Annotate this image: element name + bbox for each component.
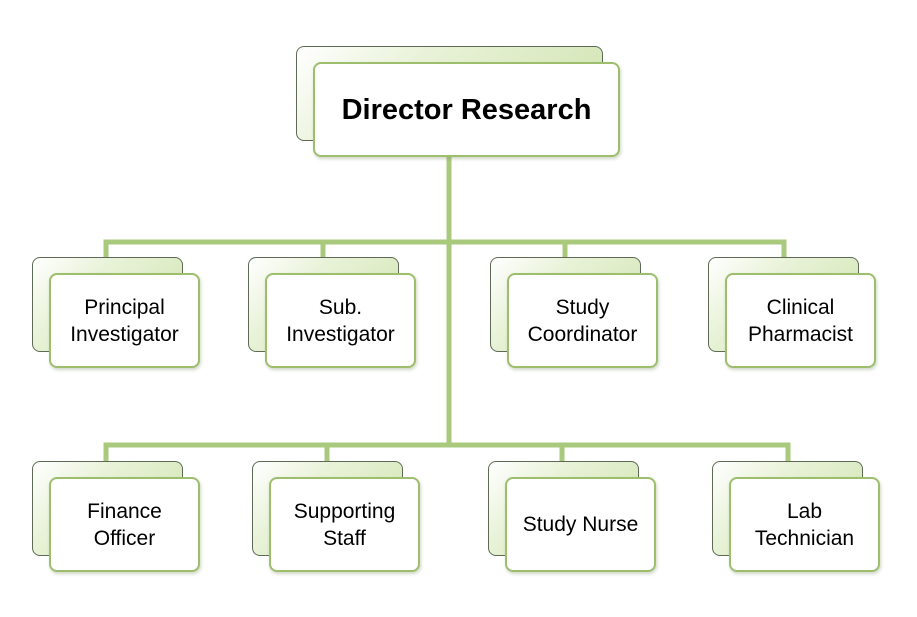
node-label: Lab Technician [754, 499, 855, 550]
node-label: Director Research [341, 93, 592, 126]
node-label: Supporting Staff [293, 499, 396, 550]
node-box: Lab Technician [729, 477, 880, 572]
node-label: Clinical Pharmacist [747, 295, 854, 346]
node-box: Clinical Pharmacist [725, 273, 876, 368]
node-study-nurse: Study Nurse [488, 461, 656, 573]
node-lab-technician: Lab Technician [712, 461, 880, 573]
node-director-research: Director Research [296, 46, 620, 158]
node-study-coordinator: Study Coordinator [490, 257, 659, 369]
node-label: Study Nurse [522, 513, 639, 536]
node-box: Principal Investigator [49, 273, 200, 368]
node-principal-investigator: Principal Investigator [32, 257, 201, 369]
node-supporting-staff: Supporting Staff [252, 461, 420, 573]
node-box: Study Nurse [505, 477, 656, 572]
node-label: Sub. Investigator [286, 295, 395, 346]
node-finance-officer: Finance Officer [32, 461, 200, 573]
node-label: Principal Investigator [70, 295, 179, 346]
node-box: Study Coordinator [507, 273, 658, 368]
node-box: Sub. Investigator [265, 273, 416, 368]
node-sub-investigator: Sub. Investigator [248, 257, 416, 369]
node-clinical-pharmacist: Clinical Pharmacist [708, 257, 877, 369]
node-box: Director Research [313, 62, 620, 157]
node-label: Study Coordinator [527, 295, 638, 346]
node-label: Finance Officer [87, 499, 162, 550]
node-box: Supporting Staff [269, 477, 420, 572]
node-box: Finance Officer [49, 477, 200, 572]
